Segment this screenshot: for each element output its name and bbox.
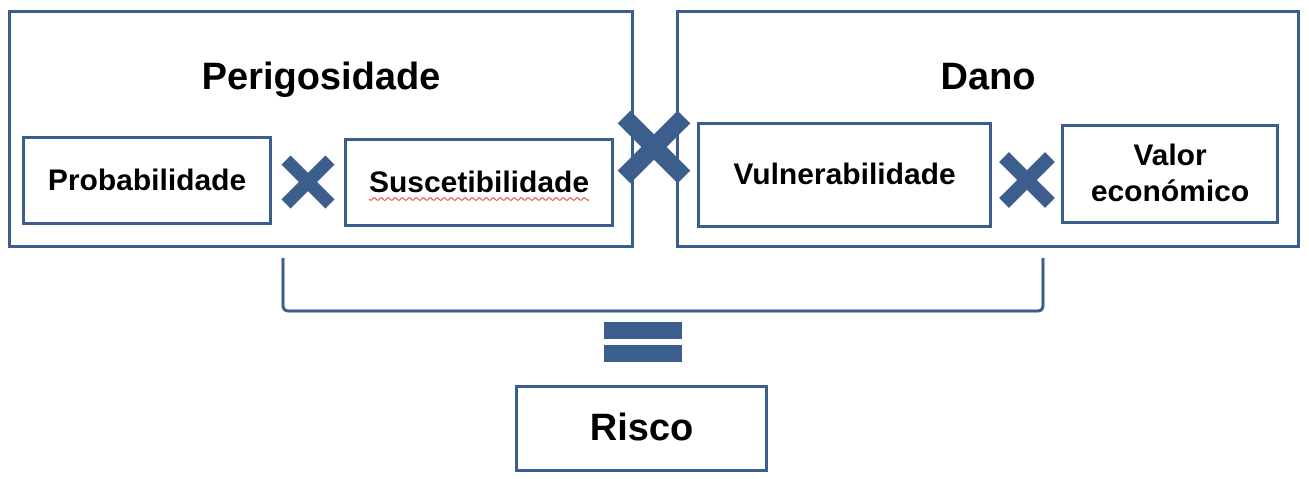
bracket — [281, 258, 1045, 313]
valor-economico-box — [1061, 124, 1279, 224]
probabilidade-label: Probabilidade — [47, 163, 247, 197]
probabilidade-box — [22, 136, 272, 225]
multiply-icon — [281, 155, 335, 209]
multiply-icon — [999, 152, 1055, 208]
dano-title: Dano — [940, 56, 1036, 98]
perigosidade-title: Perigosidade — [201, 56, 441, 98]
multiply-icon — [617, 110, 691, 184]
risco-box — [515, 385, 768, 472]
suscetibilidade-box — [344, 138, 614, 227]
vulnerabilidade-label: Vulnerabilidade — [733, 158, 956, 191]
risco-label: Risco — [589, 406, 694, 449]
vulnerabilidade-box — [697, 122, 992, 228]
valor-economico-label: Valor económico — [1090, 139, 1250, 208]
suscetibilidade-label: Suscetibilidade — [368, 165, 590, 199]
equals-icon — [604, 322, 682, 362]
